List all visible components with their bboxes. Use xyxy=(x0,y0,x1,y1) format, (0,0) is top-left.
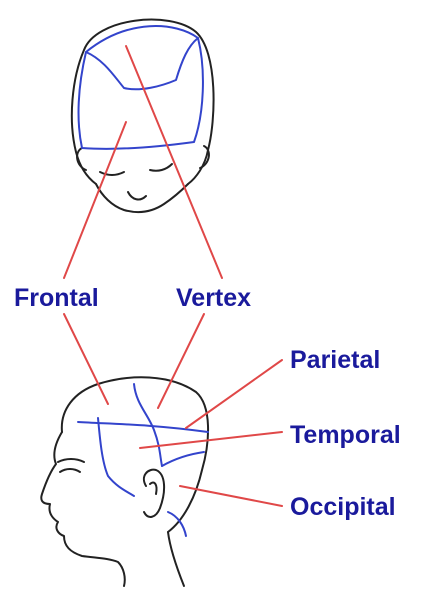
neck-back xyxy=(168,532,184,586)
face-profile xyxy=(41,432,124,586)
leader-lines xyxy=(64,46,282,506)
frontal-temporal-boundary xyxy=(98,418,134,496)
label-parietal: Parietal xyxy=(290,346,380,374)
leader-occipital xyxy=(180,486,282,506)
leader-frontal-top xyxy=(64,122,126,278)
leader-temporal xyxy=(140,432,282,448)
leader-parietal xyxy=(186,360,282,428)
eye xyxy=(60,469,80,472)
vertex-zone-outline xyxy=(86,26,198,89)
eyebrow xyxy=(58,459,84,462)
temporal-lower-boundary xyxy=(162,452,204,466)
frontal-zone-outline xyxy=(79,38,203,149)
nose-top xyxy=(128,192,146,199)
skull-outline-side xyxy=(62,377,208,532)
label-occipital: Occipital xyxy=(290,493,396,521)
leader-frontal-side xyxy=(64,314,108,404)
head-side-view xyxy=(41,377,208,586)
label-temporal: Temporal xyxy=(290,421,401,449)
ear xyxy=(144,470,164,517)
right-ear-top xyxy=(200,146,209,168)
left-eyebrow-top xyxy=(100,172,124,175)
label-vertex: Vertex xyxy=(176,284,251,312)
ear-inner xyxy=(150,482,157,494)
zones-side-view xyxy=(78,384,208,536)
right-eyebrow-top xyxy=(150,164,172,171)
zones-top-view xyxy=(79,26,203,149)
label-frontal: Frontal xyxy=(14,284,99,312)
labels: Frontal Vertex Parietal Temporal Occipit… xyxy=(14,284,401,521)
head-top-view xyxy=(72,20,214,212)
